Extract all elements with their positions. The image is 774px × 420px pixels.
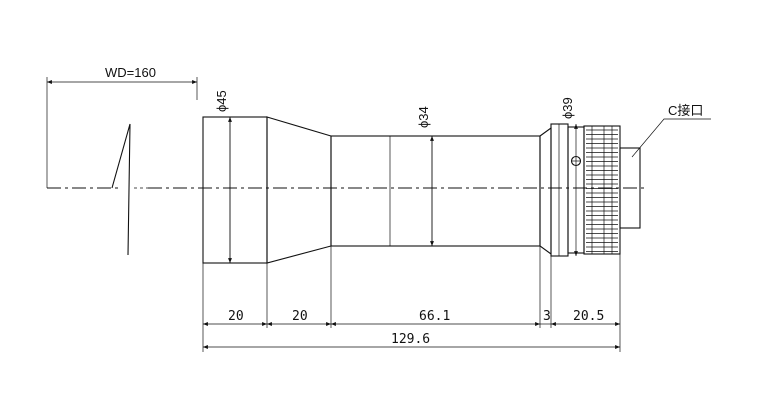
length-dimensions: 20 20 66.1 3 20.5 129.6 <box>203 309 620 349</box>
dim-total-len: 129.6 <box>391 332 430 347</box>
dim-rear-len: 20.5 <box>573 309 604 324</box>
break-symbol <box>111 123 148 256</box>
dim-front-len: 20 <box>228 309 244 324</box>
extension-lines <box>202 246 621 352</box>
dim-ring-len: 3 <box>543 309 551 324</box>
mount-label: C接口 <box>668 103 703 118</box>
dia-front-label: ϕ45 <box>214 90 229 112</box>
knurl-pattern <box>586 126 618 254</box>
mount-callout: C接口 <box>631 103 711 158</box>
lens-body <box>202 116 641 264</box>
dia-rear-label: ϕ39 <box>560 97 575 119</box>
wd-label: WD=160 <box>105 65 156 80</box>
rear-barrel <box>550 123 569 257</box>
front-barrel <box>202 116 268 264</box>
diameter-dimensions: ϕ45 ϕ34 ϕ39 <box>214 90 578 263</box>
dim-body-len: 66.1 <box>419 309 450 324</box>
c-mount-thread <box>619 147 641 229</box>
knurled-ring <box>583 125 621 255</box>
working-distance-bracket: WD=160 <box>46 65 198 188</box>
taper-section <box>266 116 332 264</box>
dim-taper-len: 20 <box>292 309 308 324</box>
main-tube <box>330 135 541 247</box>
dia-mid-label: ϕ34 <box>416 106 431 128</box>
rear-step <box>539 126 552 256</box>
